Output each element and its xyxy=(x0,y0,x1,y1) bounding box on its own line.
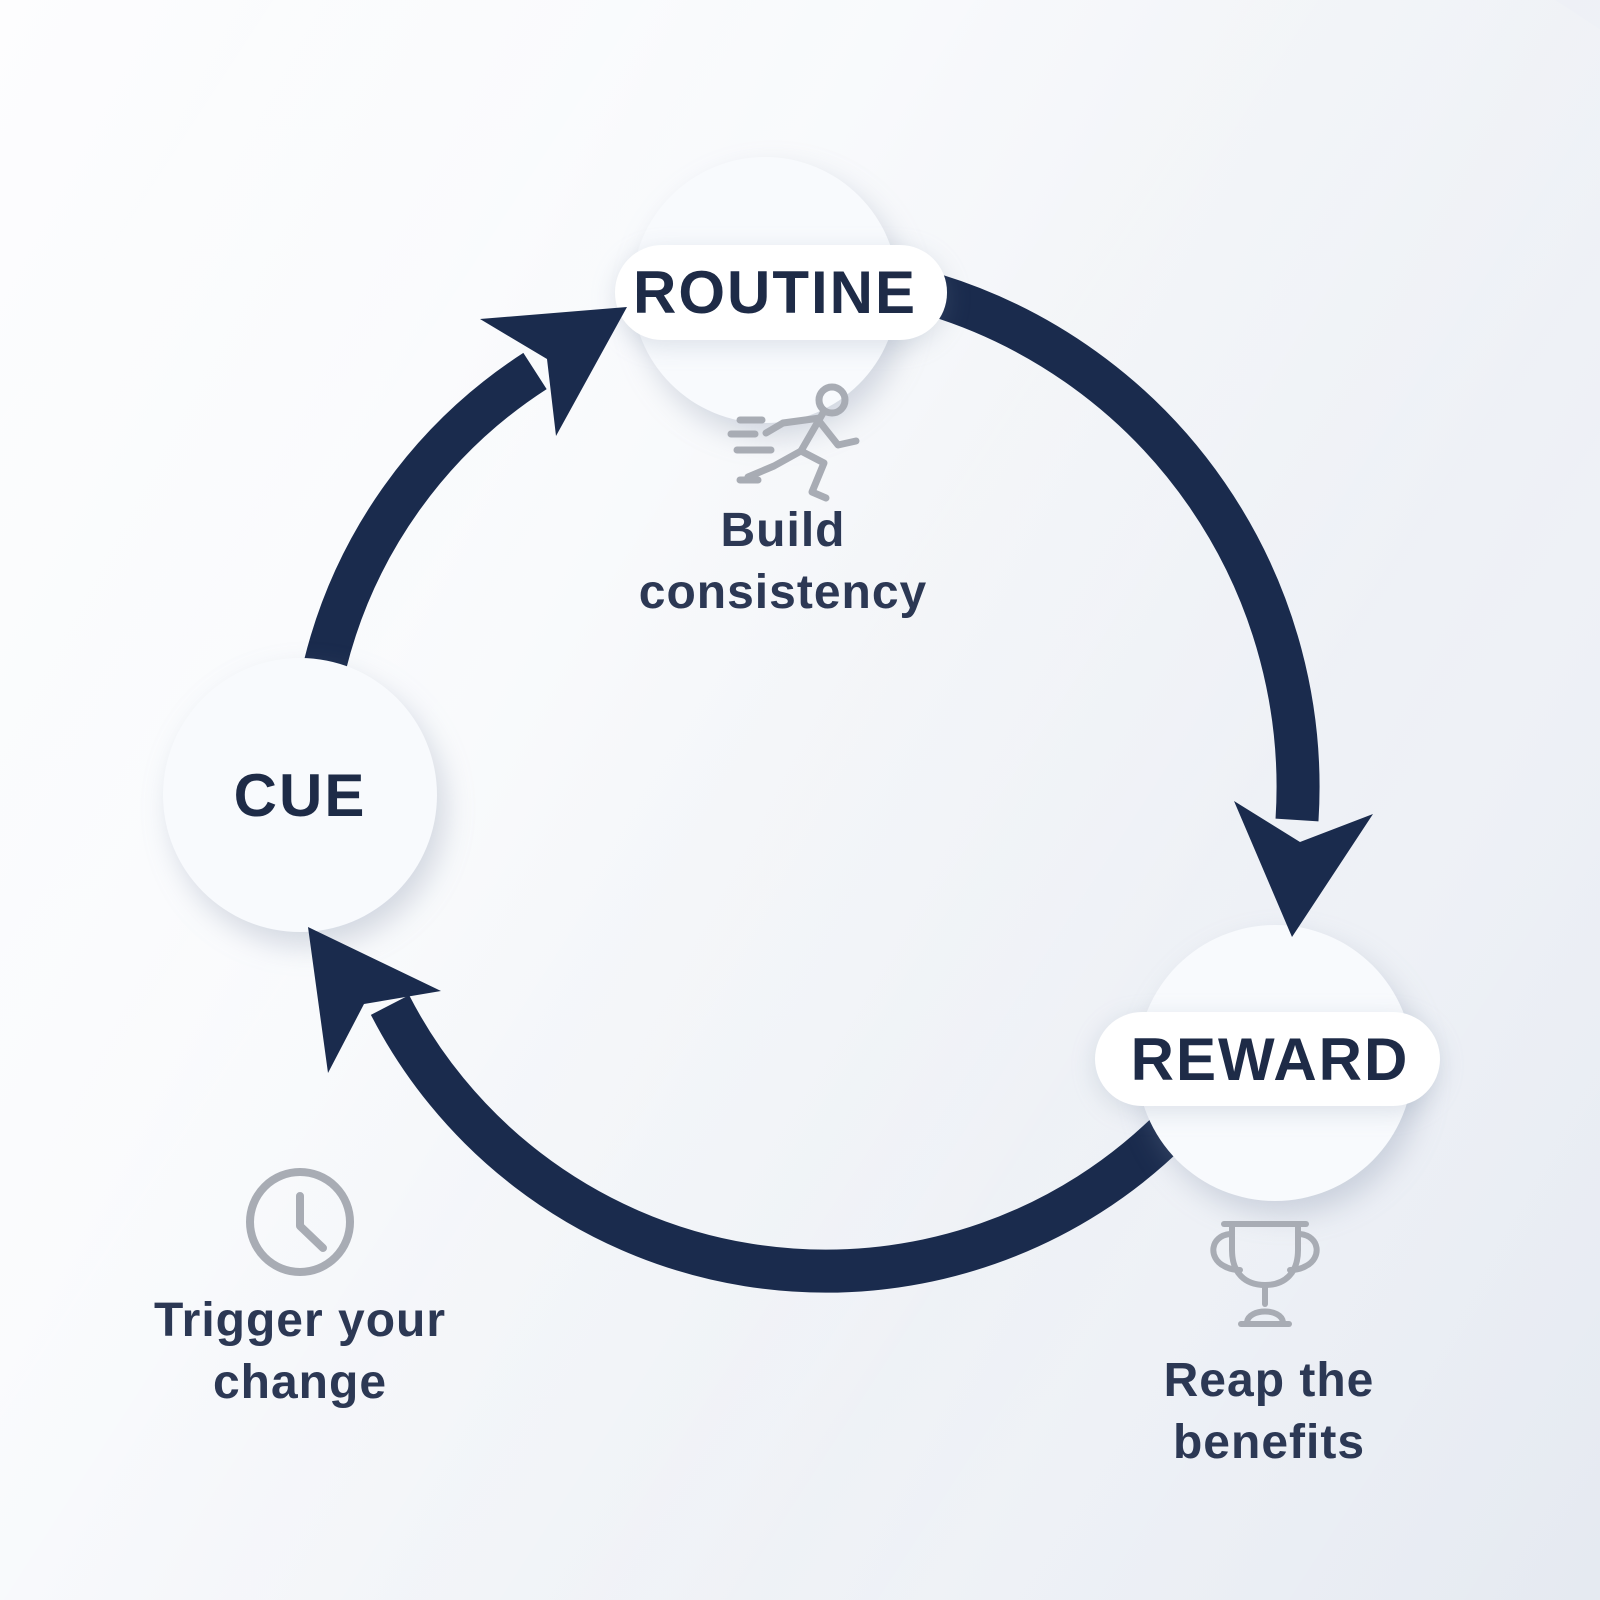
clock-icon xyxy=(246,1168,354,1276)
arrowhead-to-routine xyxy=(480,307,627,436)
runner-icon xyxy=(727,383,860,502)
label-pill-routine xyxy=(615,245,947,340)
node-caption-reward: Reap the benefits xyxy=(1163,1354,1375,1469)
node-circle-cue xyxy=(163,658,437,932)
arrowhead-to-reward xyxy=(1234,801,1373,937)
node-label-cue: CUE xyxy=(233,762,367,829)
arrowhead-to-cue xyxy=(308,927,441,1073)
trophy-icon xyxy=(1210,1221,1320,1327)
node-caption-cue: Trigger your change xyxy=(153,1294,447,1409)
node-label-reward: REWARD xyxy=(1130,1026,1410,1093)
node-label-routine: ROUTINE xyxy=(633,259,917,326)
arrow-routine-to-reward xyxy=(928,274,1320,822)
arrow-cue-to-routine xyxy=(304,352,547,671)
node-caption-routine: Build consistency xyxy=(638,504,928,619)
label-pill-reward xyxy=(1095,1012,1440,1106)
arrow-reward-to-cue xyxy=(370,995,1186,1293)
